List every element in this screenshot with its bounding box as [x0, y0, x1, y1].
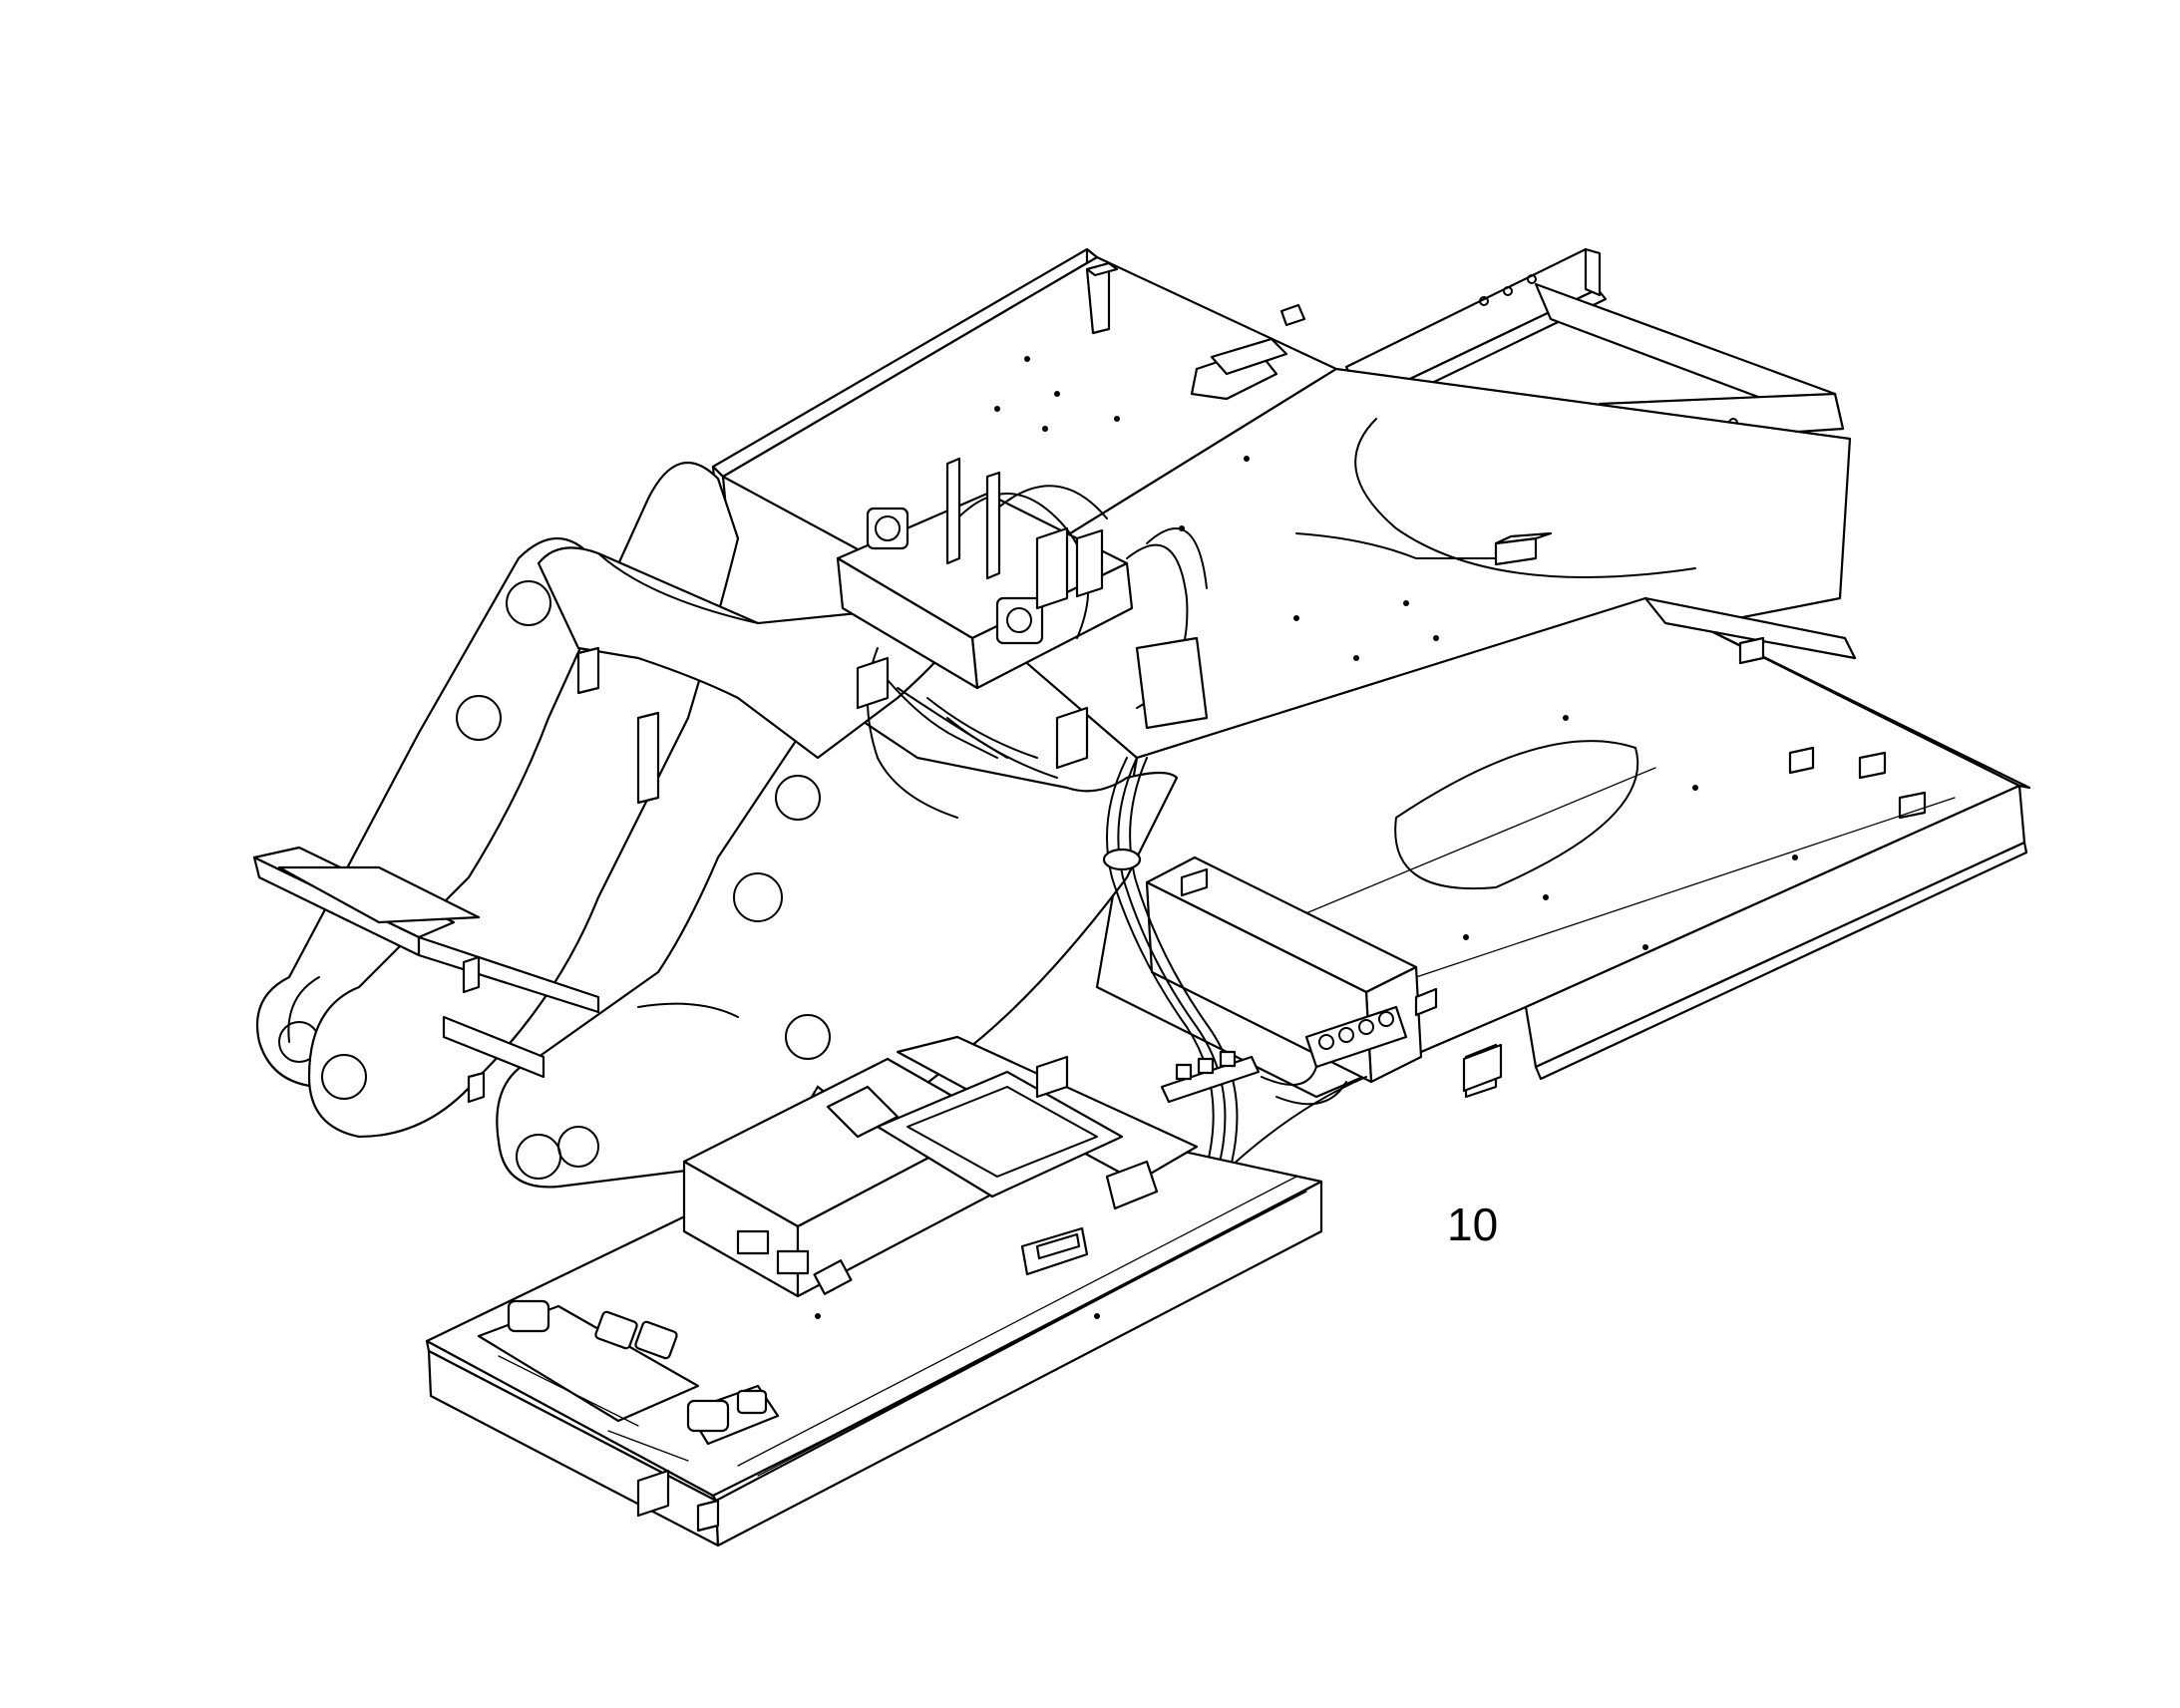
manifold-row [1160, 1005, 1408, 1106]
seat-mount-frame [876, 1035, 1199, 1210]
bracket-cross-beams [252, 846, 600, 1014]
floor-details [1020, 1226, 1089, 1276]
control-valve-assembly [836, 457, 1209, 819]
callout-10: 10 [1447, 1198, 1499, 1250]
pedal-assembly [477, 1299, 780, 1462]
front-step-box [1145, 855, 1503, 1093]
hose-bundle [1102, 757, 1367, 1237]
